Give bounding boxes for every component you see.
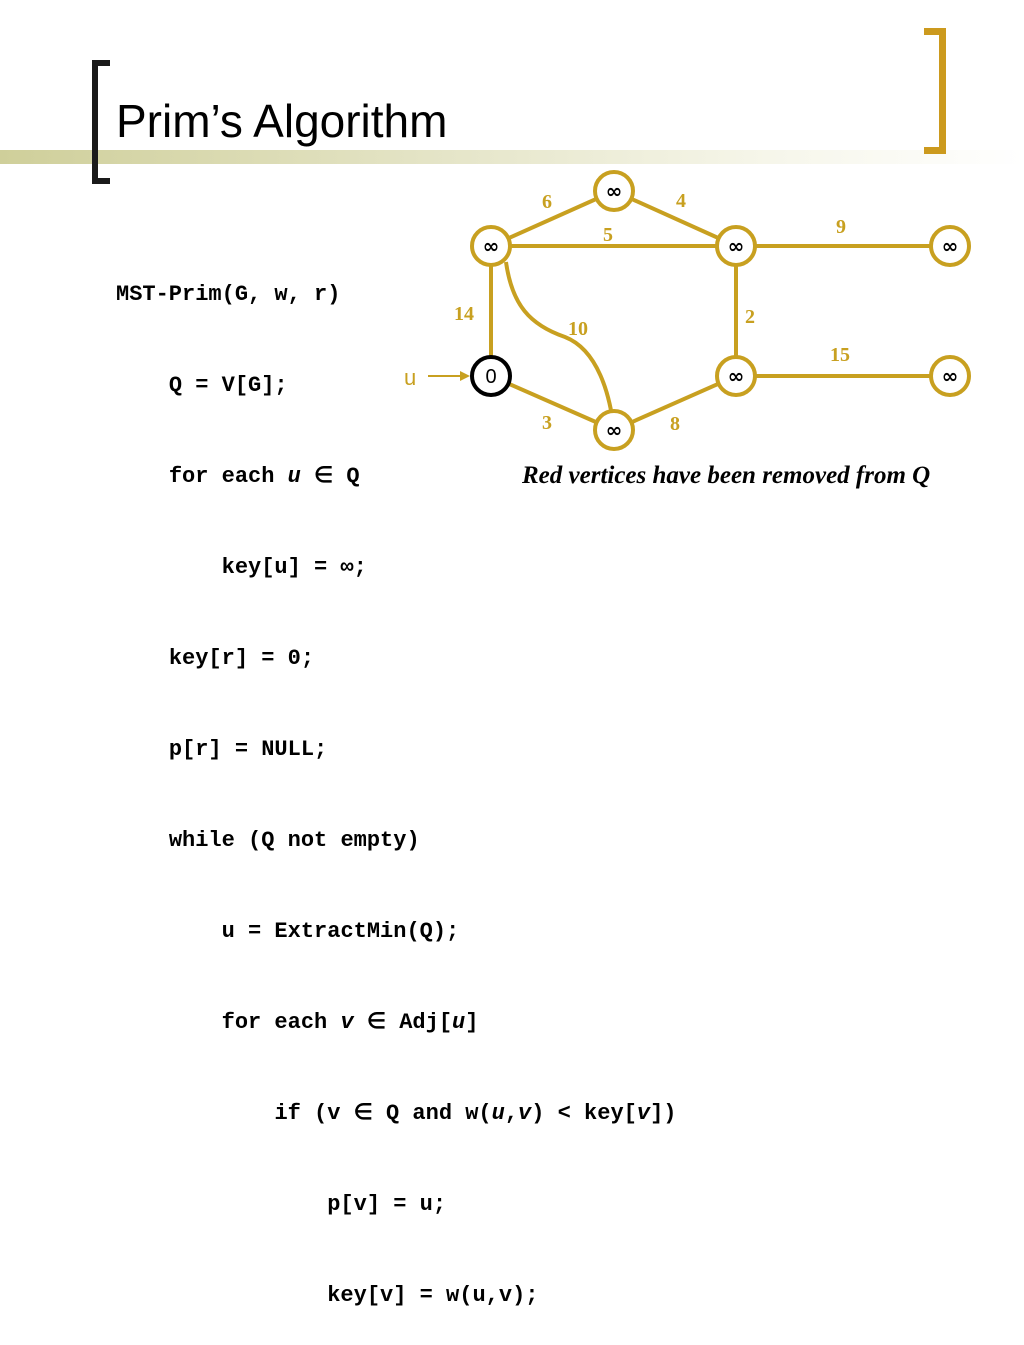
title-underline-bar: [0, 150, 1024, 164]
node-mid-left: ∞: [470, 225, 512, 267]
node-low-center: ∞: [715, 355, 757, 397]
code-line-12: key[v] = w(u,v);: [327, 1283, 539, 1308]
weight-8: 8: [670, 413, 680, 435]
weight-10: 10: [568, 318, 588, 340]
weight-14: 14: [454, 303, 474, 325]
pointer-arrow-head: [460, 371, 470, 381]
code-line-7: while (Q not empty): [168, 828, 420, 853]
weight-2: 2: [745, 306, 755, 328]
weight-15: 15: [830, 344, 850, 366]
weight-3: 3: [542, 412, 552, 434]
graph-diagram: u ∞ ∞ ∞ ∞ 0 ∞ ∞ ∞ 6 4 5 9 14 10 2 15 3 8: [404, 170, 971, 451]
node-bottom-label: ∞: [606, 418, 623, 442]
node-top-label: ∞: [606, 179, 623, 203]
node-low-right: ∞: [929, 355, 971, 397]
node-start-label: 0: [485, 366, 496, 388]
code-line-3: for each u ∈ Q: [168, 464, 360, 489]
node-top: ∞: [593, 170, 635, 212]
edge-bottom-lowcenter: [613, 374, 737, 432]
code-line-4: key[u] = ∞;: [221, 555, 367, 580]
slide-title: Prim’s Algorithm: [116, 95, 448, 147]
node-bottom: ∞: [593, 409, 635, 451]
node-mid-center: ∞: [715, 225, 757, 267]
left-bracket-decoration: [92, 60, 110, 184]
right-bracket-decoration: [924, 28, 946, 154]
code-line-10: if (v ∈ Q and w(u,v) < key[v]): [274, 1101, 677, 1126]
edge-midleft-bottom: [504, 261, 616, 431]
node-start: 0: [470, 355, 512, 397]
code-line-5: key[r] = 0;: [168, 646, 315, 671]
pointer-label: u: [404, 365, 416, 390]
node-low-right-label: ∞: [942, 364, 959, 388]
code-line-8: u = ExtractMin(Q);: [221, 919, 460, 944]
weight-6: 6: [542, 191, 552, 213]
code-line-6: p[r] = NULL;: [168, 737, 328, 762]
diagram-caption: Red vertices have been removed from Q: [522, 462, 931, 489]
node-mid-center-label: ∞: [728, 234, 745, 258]
weight-5: 5: [603, 224, 613, 246]
code-line-2: Q = V[G];: [168, 373, 288, 398]
code-line-1: MST-Prim(G, w, r): [116, 282, 341, 307]
edge-start-bottom: [490, 374, 615, 432]
code-line-11: p[v] = u;: [327, 1192, 447, 1217]
node-low-center-label: ∞: [728, 364, 745, 388]
weight-9: 9: [836, 216, 846, 238]
node-mid-left-label: ∞: [483, 234, 500, 258]
edge-top-midleft: [490, 189, 615, 248]
weight-4: 4: [676, 190, 686, 212]
node-mid-right-label: ∞: [942, 234, 959, 258]
code-line-9: for each v ∈ Adj[u]: [221, 1010, 479, 1035]
edge-top-midcenter: [613, 189, 737, 248]
node-mid-right: ∞: [929, 225, 971, 267]
